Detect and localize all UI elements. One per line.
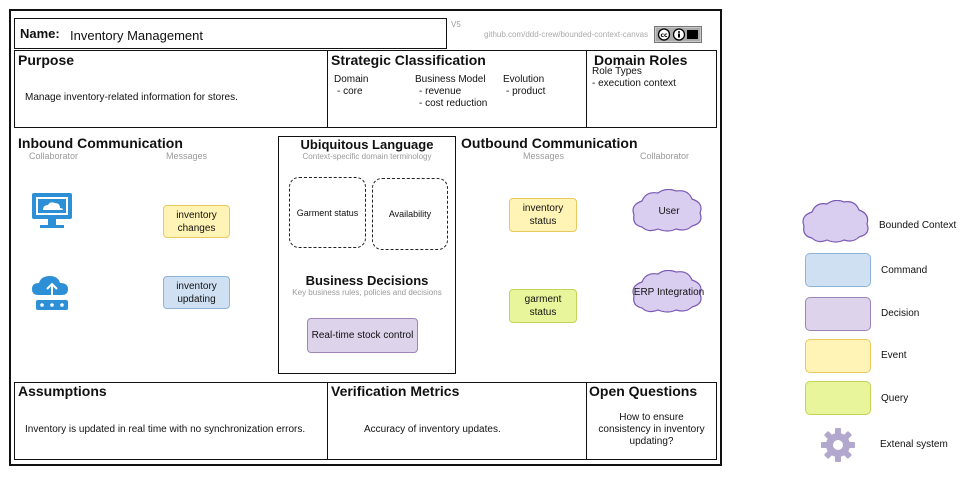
- legend-event-swatch: [805, 339, 871, 373]
- open-questions-title: Open Questions: [589, 383, 698, 399]
- legend-label: Command: [881, 265, 928, 276]
- business-model-label: Business Model: [415, 74, 486, 85]
- gear-icon: [820, 427, 856, 468]
- canvas-frame: [9, 9, 722, 466]
- domain-value: - core: [337, 86, 363, 97]
- cloud-network-icon: [30, 275, 74, 318]
- assumptions-title: Assumptions: [18, 383, 107, 399]
- inbound-title: Inbound Communication: [18, 135, 183, 151]
- outbound-message-sticky[interactable]: inventory status: [509, 198, 577, 232]
- bounded-context-cloud[interactable]: [630, 269, 708, 319]
- outbound-collaborator-label: Collaborator: [640, 151, 690, 161]
- ubiquitous-language-subtitle: Context-specific domain terminology: [302, 152, 432, 161]
- open-question-line: How to ensure: [619, 412, 684, 423]
- legend-decision-swatch: [805, 297, 871, 331]
- strategic-title: Strategic Classification: [331, 52, 486, 68]
- ubiquitous-term[interactable]: Garment status: [289, 177, 366, 248]
- inbound-message-sticky[interactable]: inventory changes: [163, 205, 230, 238]
- ubiquitous-language-section: [278, 136, 456, 374]
- domain-roles-title: Domain Roles: [594, 52, 688, 68]
- ubiquitous-term[interactable]: Availability: [372, 178, 448, 250]
- role-type-value: - execution context: [592, 78, 676, 89]
- outbound-message-sticky[interactable]: garment status: [509, 289, 577, 323]
- business-decisions-title: Business Decisions: [305, 273, 429, 288]
- business-model-value: - revenue: [419, 86, 462, 97]
- assumptions-text: Inventory is updated in real time with n…: [25, 424, 306, 435]
- name-section: [14, 18, 447, 49]
- legend-label: Bounded Context: [879, 220, 957, 231]
- open-question-line: updating?: [629, 436, 674, 447]
- legend-label: Query: [881, 393, 909, 404]
- inbound-message-sticky[interactable]: inventory updating: [163, 276, 230, 309]
- open-question-line: consistency in inventory: [598, 424, 705, 435]
- svg-text:cc: cc: [660, 32, 668, 39]
- open-questions-section: [586, 382, 717, 460]
- cc-license-icon: cc: [654, 26, 702, 43]
- outbound-title: Outbound Communication: [461, 135, 638, 151]
- legend-query-swatch: [805, 381, 871, 415]
- monitor-icon: [30, 191, 74, 236]
- repo-link[interactable]: github.com/ddd-crew/bounded-context-canv…: [484, 30, 649, 39]
- evolution-value: - product: [506, 86, 546, 97]
- domain-label: Domain: [334, 74, 369, 85]
- bounded-context-label: ERP Integration: [633, 287, 705, 298]
- evolution-label: Evolution: [503, 74, 545, 85]
- name-label: Name:: [20, 26, 60, 41]
- legend-label: Event: [881, 350, 907, 361]
- domain-roles-section: [586, 50, 717, 128]
- business-decision-sticky[interactable]: Real-time stock control: [307, 318, 418, 353]
- business-decisions-subtitle: Key business rules, policies and decisio…: [292, 288, 442, 297]
- legend-command-swatch: [805, 253, 871, 287]
- bounded-context-cloud[interactable]: [630, 188, 708, 238]
- role-types-label: Role Types: [592, 66, 642, 77]
- ubiquitous-language-title: Ubiquitous Language: [300, 137, 434, 152]
- verification-metrics-title: Verification Metrics: [331, 383, 460, 399]
- context-name: Inventory Management: [70, 28, 203, 43]
- purpose-title: Purpose: [18, 52, 75, 68]
- outbound-messages-label: Messages: [523, 151, 565, 161]
- version-label: V5: [451, 20, 461, 29]
- purpose-text: Manage inventory-related information for…: [25, 92, 238, 103]
- legend-label: Decision: [881, 308, 920, 319]
- inbound-collaborator-label: Collaborator: [29, 151, 79, 161]
- legend-label: Extenal system: [880, 439, 948, 450]
- verification-metrics-text: Accuracy of inventory updates.: [364, 424, 501, 435]
- bounded-context-label: User: [658, 206, 680, 217]
- legend-bounded-context-swatch: [801, 199, 875, 249]
- business-model-value: - cost reduction: [419, 98, 488, 109]
- inbound-messages-label: Messages: [166, 151, 208, 161]
